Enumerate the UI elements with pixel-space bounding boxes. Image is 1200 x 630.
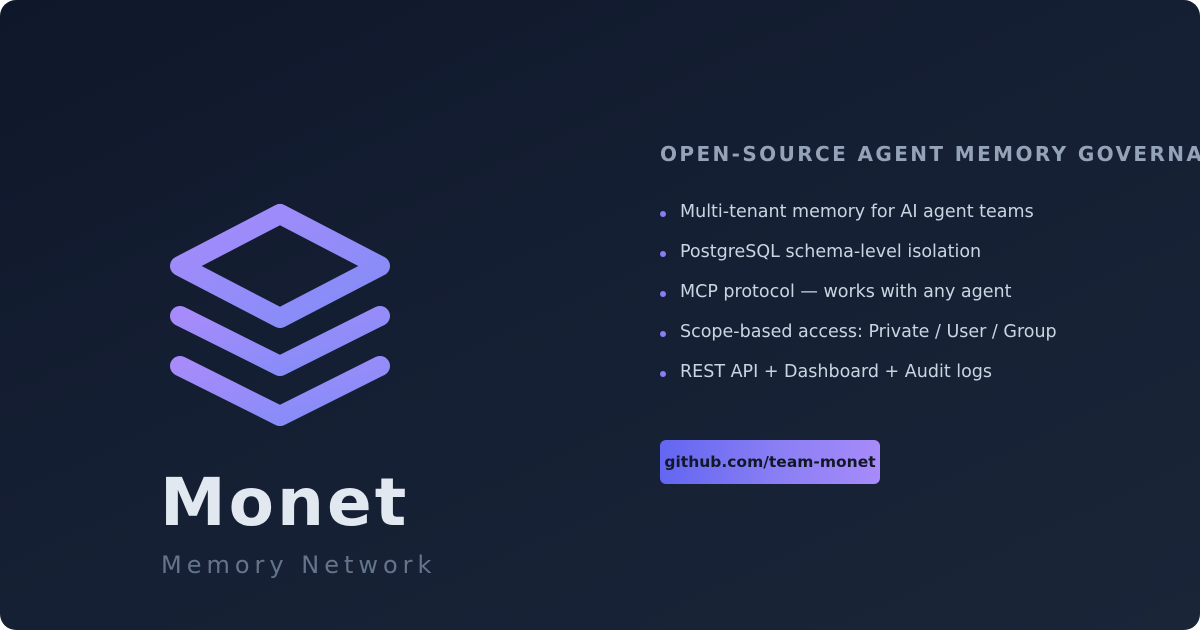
brand-subtitle: Memory Network [161,551,437,579]
feature-item: REST API + Dashboard + Audit logs [660,358,1057,398]
feature-text: MCP protocol — works with any agent [680,282,1012,302]
bullet-icon [660,251,666,257]
feature-item: Scope-based access: Private / User / Gro… [660,318,1057,358]
feature-item: PostgreSQL schema-level isolation [660,238,1057,278]
feature-text: Scope-based access: Private / User / Gro… [680,322,1057,342]
bullet-icon [660,291,666,297]
feature-text: REST API + Dashboard + Audit logs [680,362,993,382]
feature-item: MCP protocol — works with any agent [660,278,1057,318]
brand-name: Monet [160,464,410,541]
bullet-icon [660,331,666,337]
feature-text: Multi-tenant memory for AI agent teams [680,202,1034,222]
tagline: OPEN-SOURCE AGENT MEMORY GOVERNANCE [660,142,1200,166]
feature-list: Multi-tenant memory for AI agent teams P… [660,198,1057,398]
feature-text: PostgreSQL schema-level isolation [680,242,982,262]
bullet-icon [660,371,666,377]
bullet-icon [660,211,666,217]
feature-item: Multi-tenant memory for AI agent teams [660,198,1057,238]
layers-icon [170,204,390,426]
github-link-button[interactable]: github.com/team-monet [660,440,880,484]
